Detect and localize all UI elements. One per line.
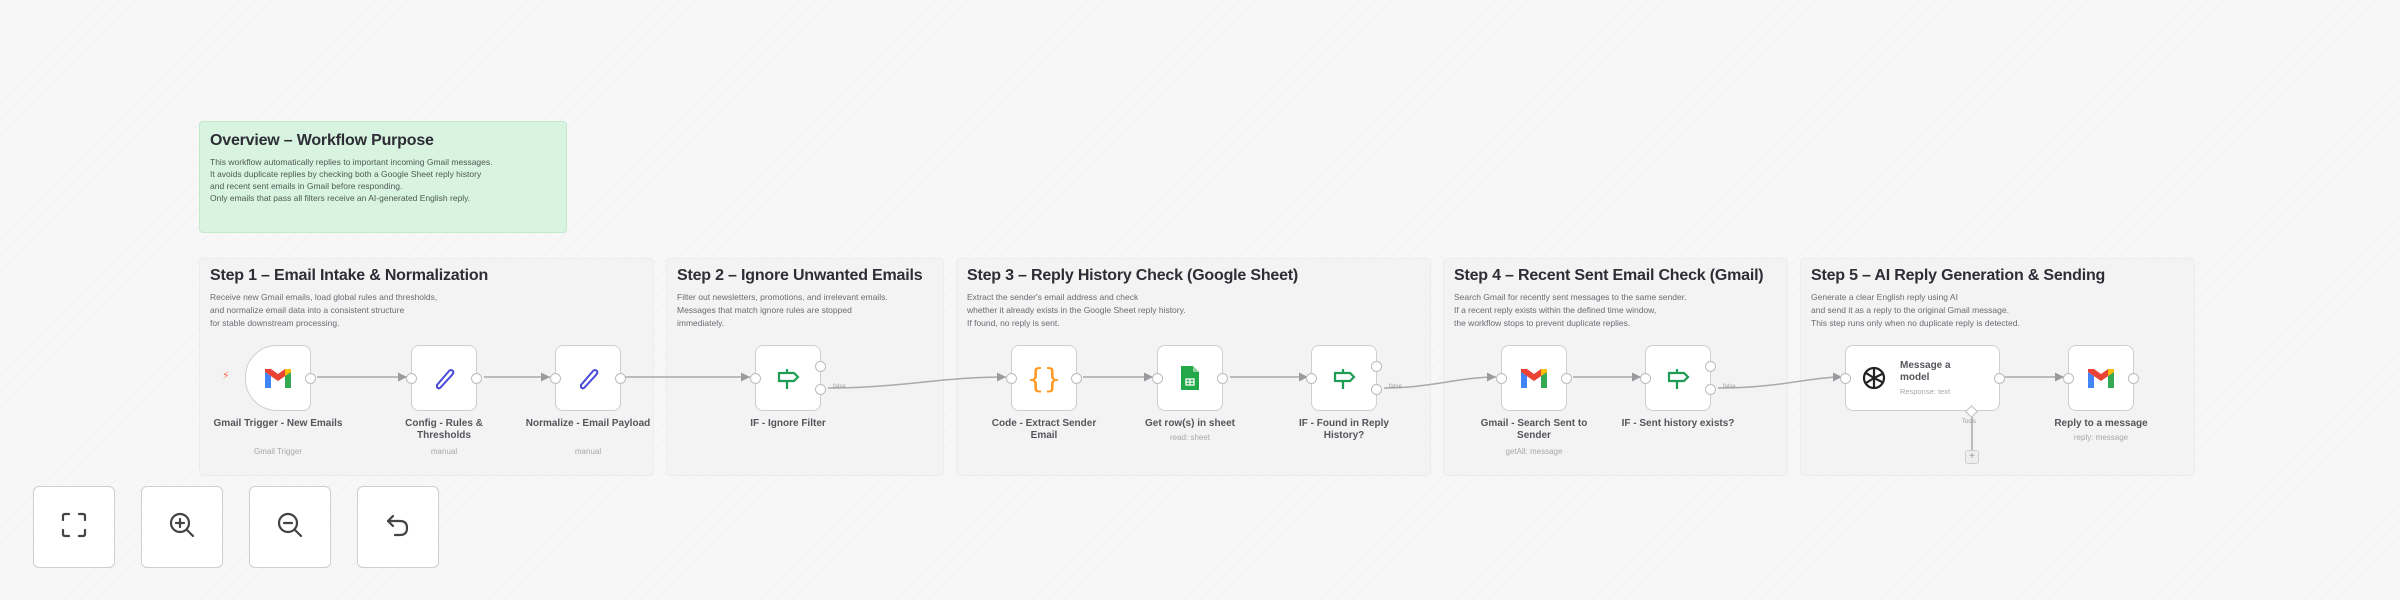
edge-label-false: false xyxy=(1389,384,1402,390)
output-port[interactable] xyxy=(305,373,316,384)
node-subtitle: Response: text xyxy=(1900,387,1951,396)
step-4-sticky-note[interactable]: Step 4 – Recent Sent Email Check (Gmail)… xyxy=(1443,258,1788,476)
fit-view-icon xyxy=(59,510,89,545)
input-port[interactable] xyxy=(1306,373,1317,384)
false-output-port[interactable] xyxy=(1371,384,1382,395)
node-if-found-in-reply-history[interactable] xyxy=(1306,345,1382,411)
zoom-in-icon xyxy=(167,510,197,545)
output-port[interactable] xyxy=(1561,373,1572,384)
true-output-port[interactable] xyxy=(1371,361,1382,372)
step-4-title: Step 4 – Recent Sent Email Check (Gmail) xyxy=(1454,267,1764,284)
node-label: Code - Extract Sender Email xyxy=(991,418,1097,441)
node-subtitle: getAll: message xyxy=(1505,447,1563,456)
overview-sticky-note[interactable]: Overview – Workflow Purpose This workflo… xyxy=(199,121,567,233)
node-label: IF - Ignore Filter xyxy=(750,418,826,429)
code-braces-icon: {} xyxy=(1027,361,1061,395)
zoom-in-button[interactable] xyxy=(141,486,223,568)
step-1-body: Receive new Gmail emails, load global ru… xyxy=(210,292,438,328)
node-label: Message a model xyxy=(1900,360,1951,383)
input-port[interactable] xyxy=(1496,373,1507,384)
edge-label-false: false xyxy=(1723,384,1736,390)
openai-icon xyxy=(1860,364,1888,392)
input-port[interactable] xyxy=(406,373,417,384)
node-subtitle: read: sheet xyxy=(1169,433,1211,442)
step-1-title: Step 1 – Email Intake & Normalization xyxy=(210,267,489,284)
node-code-extract-sender[interactable]: {} xyxy=(1006,345,1082,411)
node-subtitle: Gmail Trigger xyxy=(253,447,302,456)
output-port[interactable] xyxy=(1071,373,1082,384)
node-if-ignore-filter[interactable] xyxy=(750,345,826,411)
step-4-body: Search Gmail for recently sent messages … xyxy=(1454,292,1687,328)
input-port[interactable] xyxy=(1152,373,1163,384)
step-2-title: Step 2 – Ignore Unwanted Emails xyxy=(677,267,923,284)
zoom-out-icon xyxy=(275,510,305,545)
step-5-title: Step 5 – AI Reply Generation & Sending xyxy=(1811,267,2106,284)
output-port[interactable] xyxy=(1994,373,2005,384)
google-sheets-icon xyxy=(1179,364,1201,392)
input-port[interactable] xyxy=(1840,373,1851,384)
if-signpost-icon xyxy=(1331,365,1357,391)
node-subtitle: manual xyxy=(574,447,602,456)
output-port[interactable] xyxy=(471,373,482,384)
edge-label-false: false xyxy=(833,384,846,390)
zoom-out-button[interactable] xyxy=(249,486,331,568)
node-message-a-model[interactable]: Message a model Response: text xyxy=(1840,345,2005,418)
input-port[interactable] xyxy=(2063,373,2074,384)
gmail-icon xyxy=(1519,366,1549,390)
trigger-bolt-icon: ⚡ xyxy=(222,370,230,382)
node-label: Config - Rules & Thresholds xyxy=(405,418,483,441)
node-normalize[interactable] xyxy=(550,345,626,411)
undo-icon xyxy=(383,510,413,545)
output-port[interactable] xyxy=(615,373,626,384)
step-2-body: Filter out newsletters, promotions, and … xyxy=(677,292,888,328)
step-3-body: Extract the sender's email address and c… xyxy=(967,292,1186,328)
false-output-port[interactable] xyxy=(1705,384,1716,395)
node-gmail-search-sent[interactable] xyxy=(1496,345,1572,411)
true-output-port[interactable] xyxy=(815,361,826,372)
true-output-port[interactable] xyxy=(1705,361,1716,372)
node-label: IF - Sent history exists? xyxy=(1621,418,1735,429)
node-label: Get row(s) in sheet xyxy=(1144,418,1235,429)
node-label: Reply to a message xyxy=(2054,418,2148,429)
output-port[interactable] xyxy=(2128,373,2139,384)
edge-label-tools: Tools xyxy=(1962,419,1977,425)
input-port[interactable] xyxy=(1640,373,1651,384)
input-port[interactable] xyxy=(550,373,561,384)
pencil-icon xyxy=(575,365,601,391)
add-tool-button[interactable]: + xyxy=(1965,450,1979,464)
node-subtitle: reply: message xyxy=(2073,433,2129,442)
gmail-icon xyxy=(2086,366,2116,390)
node-label: Gmail Trigger - New Emails xyxy=(213,418,343,429)
false-output-port[interactable] xyxy=(815,384,826,395)
overview-title: Overview – Workflow Purpose xyxy=(210,132,434,149)
node-label: IF - Found in Reply History? xyxy=(1299,418,1389,441)
node-label: Normalize - Email Payload xyxy=(525,418,651,429)
overview-body: This workflow automatically replies to i… xyxy=(210,157,493,203)
node-config[interactable] xyxy=(406,345,482,411)
output-port[interactable] xyxy=(1217,373,1228,384)
input-port[interactable] xyxy=(750,373,761,384)
node-reply-to-message[interactable] xyxy=(2063,345,2139,411)
node-gmail-trigger[interactable] xyxy=(245,345,316,411)
fit-view-button[interactable] xyxy=(33,486,115,568)
gmail-icon xyxy=(263,366,293,390)
node-label: Gmail - Search Sent to Sender xyxy=(1480,418,1588,441)
node-if-sent-history-exists[interactable] xyxy=(1640,345,1716,411)
reset-zoom-button[interactable] xyxy=(357,486,439,568)
pencil-icon xyxy=(431,365,457,391)
if-signpost-icon xyxy=(1665,365,1691,391)
node-get-rows-in-sheet[interactable] xyxy=(1152,345,1228,411)
input-port[interactable] xyxy=(1006,373,1017,384)
if-signpost-icon xyxy=(775,365,801,391)
step-3-title: Step 3 – Reply History Check (Google She… xyxy=(967,267,1299,284)
step-5-body: Generate a clear English reply using AI … xyxy=(1811,292,2020,328)
node-subtitle: manual xyxy=(430,447,458,456)
